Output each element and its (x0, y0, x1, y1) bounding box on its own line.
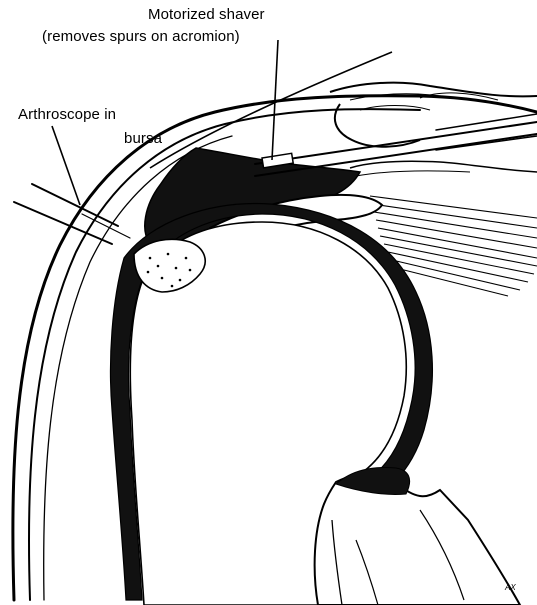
shaver-label-line-1: Motorized shaver (148, 6, 265, 24)
arthroscope-label-line-2: bursa (124, 130, 162, 148)
shaver-label-line-2: (removes spurs on acromion) (42, 28, 240, 46)
arthroscope-label-line-1: Arthroscope in (18, 106, 116, 124)
artist-mark: AX (505, 583, 516, 592)
